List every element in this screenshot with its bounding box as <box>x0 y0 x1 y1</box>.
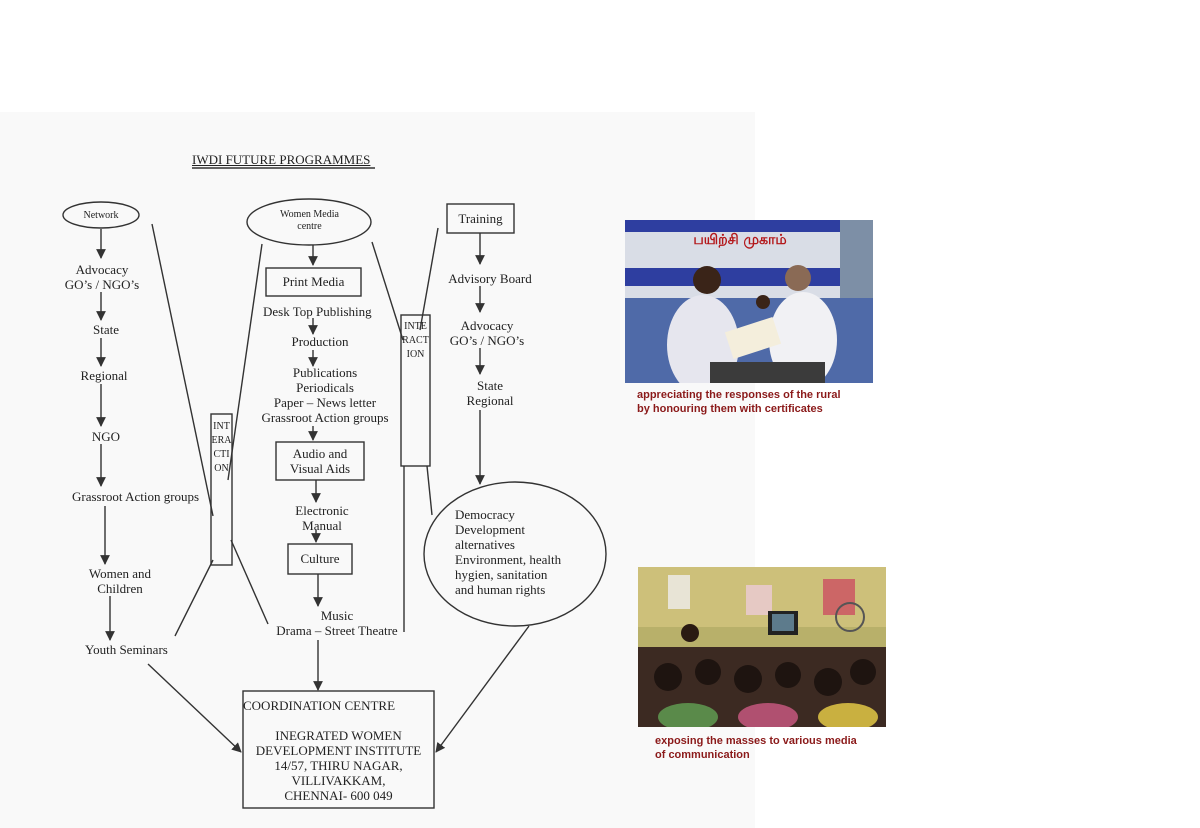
training-label: Training <box>458 211 503 226</box>
arrow <box>147 663 242 753</box>
network-step: State <box>93 322 119 337</box>
caption-certificates: appreciating the responses of the rural … <box>637 389 841 415</box>
training-advocacy: Advocacy GO’s / NGO’s <box>449 318 525 348</box>
interaction-label-right: INTERACTION <box>402 321 429 360</box>
interaction-box-right <box>400 314 431 467</box>
print-media-box <box>265 267 362 297</box>
network-step: Women and Children <box>88 566 152 596</box>
diagram-title: IWDI FUTURE PROGRAMMES <box>192 152 371 167</box>
production: Production <box>291 334 349 349</box>
interaction-line <box>227 243 263 481</box>
interaction-line <box>174 559 214 637</box>
coordination-heading: COORDINATION CENTRE <box>243 698 396 713</box>
network-header: Network <box>83 210 119 221</box>
interaction-line <box>426 465 433 516</box>
interaction-line <box>371 241 404 341</box>
topics-text: Democracy Development alternatives Envir… <box>455 507 562 597</box>
music-drama: Music Drama – Street Theatre <box>276 608 398 638</box>
audio-visual-box <box>275 441 365 481</box>
interaction-line <box>151 223 214 517</box>
network-step: Regional <box>80 368 128 383</box>
arrow <box>435 625 530 753</box>
media-exposure-photo <box>638 567 886 727</box>
training-state-regional: State Regional <box>466 378 514 408</box>
interaction-line <box>230 539 269 625</box>
advisory-board: Advisory Board <box>448 271 532 286</box>
certificate-photo: பயிற்சி முகாம் <box>625 220 873 383</box>
culture-box <box>287 543 353 575</box>
caption-media: exposing the masses to various media of … <box>655 735 857 761</box>
network-step: NGO <box>91 429 121 444</box>
desk-top-publishing: Desk Top Publishing <box>263 304 372 319</box>
diagram-lines <box>62 167 607 809</box>
network-ellipse <box>62 201 140 229</box>
network-step: Grassroot Action groups <box>72 489 200 504</box>
coordination-box <box>242 690 435 809</box>
interaction-line <box>419 227 439 331</box>
media-ellipse <box>246 198 372 246</box>
interaction-label-left: INTERACTION <box>211 421 232 474</box>
coordination-address: INEGRATED WOMEN DEVELOPMENT INSTITUTE 14… <box>255 728 422 803</box>
interaction-box-left <box>210 413 233 566</box>
print-media-label: Print Media <box>282 274 345 289</box>
publications: Publications Periodicals Paper – News le… <box>261 365 389 425</box>
audio-visual-label: Audio and Visual Aids <box>289 446 351 476</box>
culture-label: Culture <box>300 551 340 566</box>
network-step: Advocacy GO’s / NGO’s <box>64 262 140 292</box>
banner-text: பயிற்சி முகாம் <box>693 232 787 248</box>
media-header: Women Media centre <box>280 209 339 232</box>
electronic-manual: Electronic Manual <box>295 503 349 533</box>
network-step: Youth Seminars <box>85 642 168 657</box>
topics-ellipse <box>423 481 607 627</box>
